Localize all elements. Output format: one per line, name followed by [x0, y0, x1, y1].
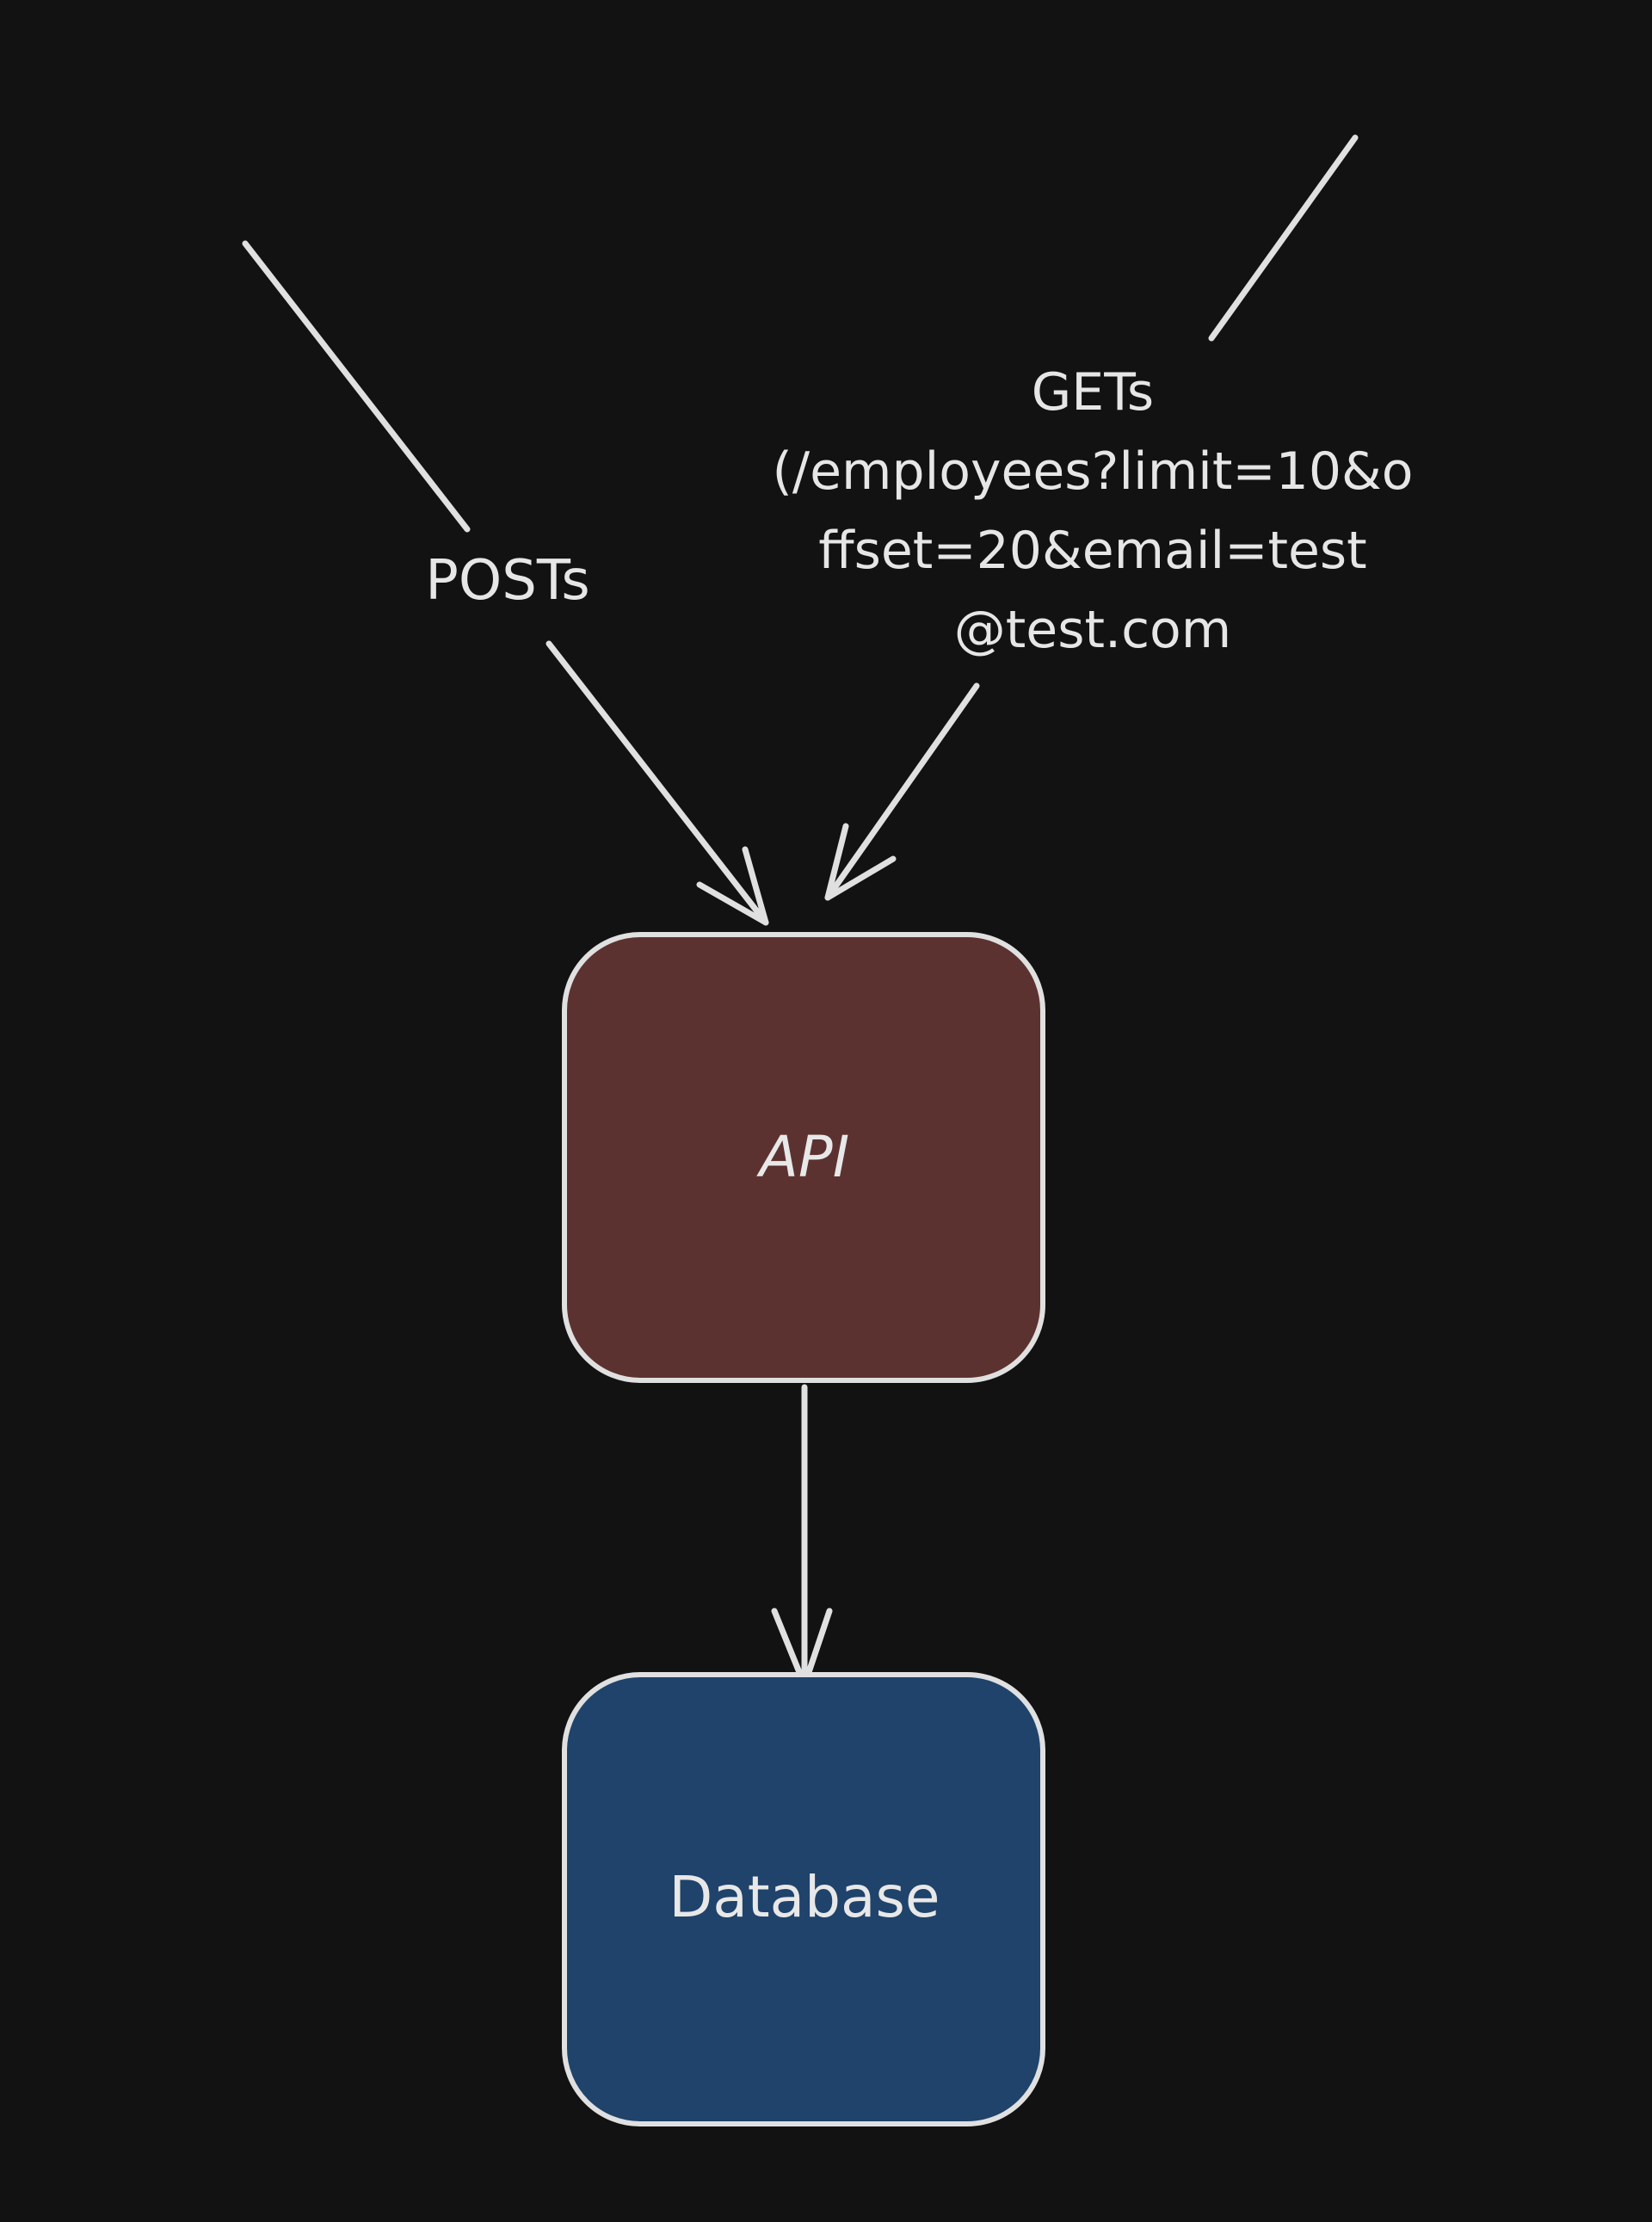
posts-arrowhead [696, 846, 769, 926]
posts-edge-label: POSTs [425, 549, 590, 613]
database-node-label: Database [669, 1864, 940, 1930]
posts-arrow-lower-segment [546, 640, 769, 926]
gets-arrow-upper-segment [1208, 134, 1359, 342]
gets-label-line-4: @test.com [953, 600, 1232, 660]
api-box [562, 932, 1045, 1383]
gets-label-line-1: GETs [1031, 362, 1155, 423]
gets-edge-label: GETs (/employees?limit=10&o ffset=20&ema… [740, 353, 1446, 670]
posts-arrow-upper-segment [242, 240, 471, 533]
gets-label-line-3: ffset=20&email=test [818, 521, 1367, 581]
gets-label-line-2: (/employees?limit=10&o [772, 441, 1414, 502]
gets-arrow-lower-segment [824, 682, 980, 901]
gets-arrowhead [824, 823, 897, 901]
api-node-label: API [759, 1124, 850, 1190]
database-box [562, 1672, 1045, 2126]
